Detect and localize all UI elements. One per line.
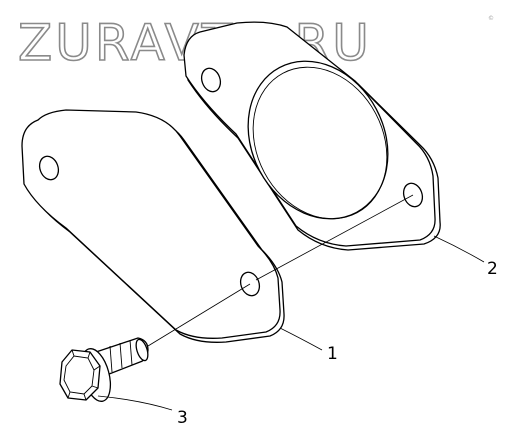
watermark-mark: © [488, 15, 494, 22]
assembly-axis-lower [147, 283, 251, 347]
bolt-thread-mark [119, 342, 123, 369]
bolt-hex-edge [91, 385, 99, 389]
bolt-tip [135, 338, 149, 362]
leader-line-1 [279, 327, 323, 351]
leader-line-2 [433, 235, 485, 263]
gasket-hole-top [200, 67, 222, 93]
cover-plate-part-1 [21, 109, 285, 343]
gasket-center-opening [247, 60, 389, 220]
bolt-hex-edge [83, 393, 87, 401]
plate-hole-left [38, 155, 60, 181]
gasket-opening-rim [252, 66, 388, 220]
callout-1: 1 [327, 344, 338, 364]
bolt-hex-edge [67, 391, 71, 399]
bolt-thread-mark [109, 345, 113, 373]
bolt-hex-edge [93, 365, 101, 371]
gasket-part-2 [183, 21, 441, 251]
bolt-shank [95, 337, 149, 377]
leader-line-3 [97, 395, 173, 411]
assembly-axis-upper [255, 194, 414, 281]
callout-3: 3 [177, 408, 188, 428]
flange-bolt-part-3 [59, 337, 149, 402]
plate-face [21, 109, 281, 339]
bolt-hex-head [59, 349, 101, 401]
bolt-hex-edge [87, 351, 91, 359]
callout-2: 2 [487, 259, 498, 279]
bolt-thread-mark [129, 339, 133, 366]
bolt-hex-edge [71, 349, 75, 357]
